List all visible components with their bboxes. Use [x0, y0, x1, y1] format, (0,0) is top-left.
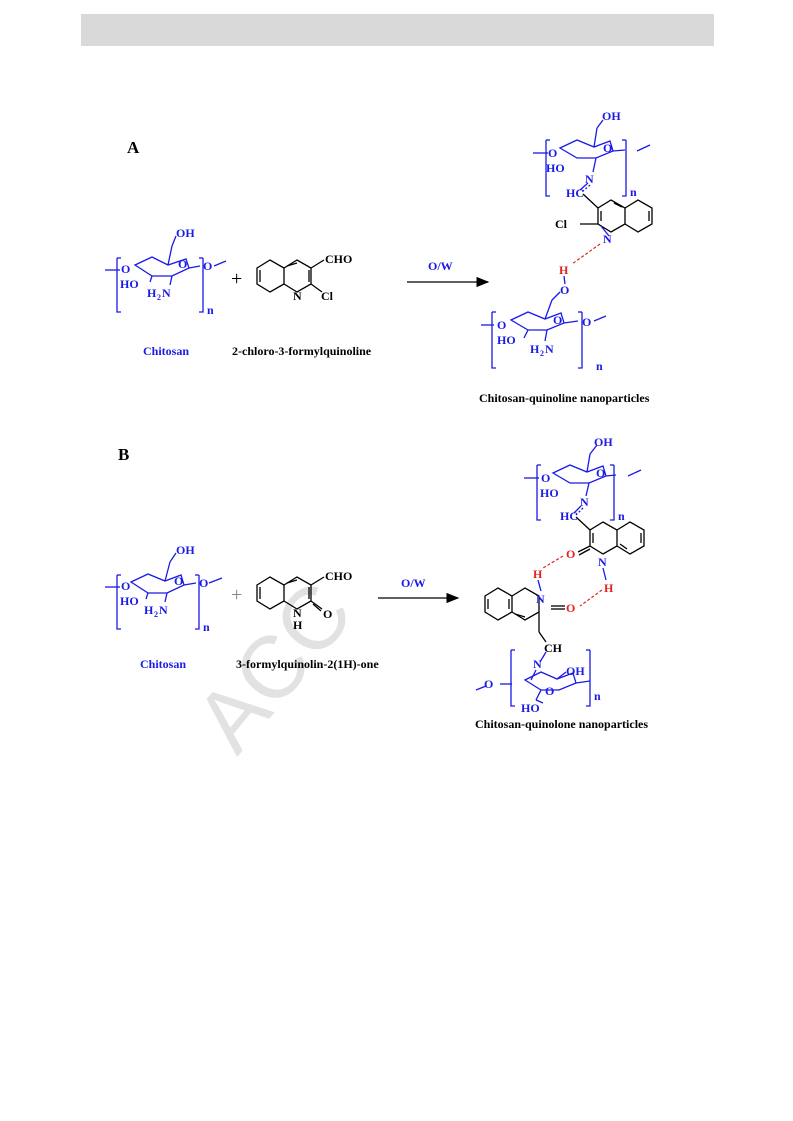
product-caption-a: Chitosan-quinoline nanoparticles	[479, 391, 650, 405]
product-a-ring-o: O	[603, 141, 612, 155]
product-a-bottom-ho: HO	[497, 333, 516, 347]
product-b-top-h: H	[604, 581, 614, 595]
product-b-left-h: H	[533, 567, 543, 581]
chitosan-b-nh2-n: N	[159, 603, 168, 617]
chitosan-b-oh: OH	[176, 543, 195, 557]
product-a-bottom-left-o: O	[497, 318, 506, 332]
product-a-oh: OH	[602, 109, 621, 123]
product-b-bottom-oh: OH	[566, 664, 585, 678]
product-b-bottom-ring-o: O	[545, 684, 554, 698]
product-b-top-hc: HC	[560, 509, 578, 523]
plus-a: +	[231, 268, 242, 290]
product-a-bottom-right-o: O	[582, 315, 591, 329]
chitosan-caption-a: Chitosan	[143, 344, 189, 358]
panel-a-label: A	[127, 138, 140, 157]
product-a-bottom-nh2-n: N	[545, 342, 554, 356]
product-b-top-oh: OH	[594, 435, 613, 449]
product-a-ho: HO	[546, 161, 565, 175]
chitosan-caption-b: Chitosan	[140, 657, 186, 671]
product-b-top-quinolone	[575, 516, 645, 556]
product-b-top-n: n	[618, 509, 625, 523]
chitosan-a-left-o: O	[121, 262, 130, 276]
product-a-bottom-nh2-h: H	[530, 342, 540, 356]
product-b-top-chitosan	[524, 444, 642, 521]
product-b-bottom-left-o: O	[484, 677, 493, 691]
quinolone-b-h: H	[293, 618, 303, 632]
quinoline-a-cho: CHO	[325, 252, 352, 266]
product-a-top-chitosan	[533, 119, 651, 197]
product-b-bottom-carbonyl-o: O	[566, 601, 575, 615]
plus-b: +	[231, 584, 242, 606]
product-b-bottom-chitosan	[500, 649, 591, 707]
chitosan-a-ring-o: O	[178, 257, 187, 271]
product-b-bottom-ho: HO	[521, 701, 540, 715]
product-b-top-ho: HO	[540, 486, 559, 500]
product-b-top-imine-n: N	[580, 495, 589, 509]
product-a-bottom-nh2-sub: 2	[540, 349, 544, 358]
chitosan-b-nh2-sub: 2	[154, 610, 158, 619]
quinoline-a-cl: Cl	[321, 289, 334, 303]
chitosan-a-right-o: O	[203, 259, 212, 273]
product-a-h: H	[559, 263, 569, 277]
product-a-quinoline	[580, 193, 653, 233]
product-b-top-carbonyl-o: O	[566, 547, 575, 561]
product-a-bottom-n: n	[596, 359, 603, 373]
chitosan-a-nh2-h: H	[147, 286, 157, 300]
quinolone-b-cho: CHO	[325, 569, 352, 583]
reagent-caption-a: 2-chloro-3-formylquinoline	[232, 344, 372, 358]
condition-a: O/W	[428, 259, 453, 273]
condition-b: O/W	[401, 576, 426, 590]
chitosan-structure-a	[105, 235, 227, 313]
chitosan-b-right-o: O	[199, 576, 208, 590]
chitosan-b-nh2-h: H	[144, 603, 154, 617]
chitosan-a-nh2-sub: 2	[157, 293, 161, 302]
product-a-imine-n: N	[585, 172, 594, 186]
chitosan-a-oh: OH	[176, 226, 195, 240]
chitosan-a-nh2-n: N	[162, 286, 171, 300]
product-b-bottom-imine-n: N	[533, 657, 542, 671]
product-a-link-o: O	[560, 283, 569, 297]
product-a-left-o: O	[548, 146, 557, 160]
product-b-bottom-n: n	[594, 689, 601, 703]
chitosan-b-n: n	[203, 620, 210, 634]
chitosan-b-ring-o: O	[174, 574, 183, 588]
hbond-b-left	[542, 555, 564, 569]
product-a-bottom-ring-o: O	[553, 313, 562, 327]
chitosan-a-n: n	[207, 303, 214, 317]
product-a-ring-n: N	[603, 232, 612, 246]
product-a-bottom-chitosan	[481, 275, 607, 369]
quinolone-b-n: N	[293, 606, 302, 620]
product-b-top-ring-n: N	[598, 555, 607, 569]
chitosan-a-ho: HO	[120, 277, 139, 291]
product-b-bottom-quinolone	[484, 587, 547, 643]
product-b-top-left-o: O	[541, 471, 550, 485]
product-b-top-ring-o: O	[596, 466, 605, 480]
product-b-bottom-ring-n: N	[536, 592, 545, 606]
panel-b-label: B	[118, 445, 129, 464]
chitosan-structure-b	[105, 552, 223, 630]
header-bar	[81, 14, 714, 46]
hbond-a	[571, 243, 601, 265]
product-a-hc: HC	[566, 186, 584, 200]
reagent-caption-b: 3-formylquinolin-2(1H)-one	[236, 657, 379, 671]
chitosan-b-ho: HO	[120, 594, 139, 608]
product-b-bottom-ch: CH	[544, 641, 563, 655]
quinolone-b-o: O	[323, 607, 332, 621]
product-a-top-n: n	[630, 185, 637, 199]
quinolone-structure-b	[256, 576, 325, 612]
hbond-b-right	[579, 589, 603, 607]
product-a-cl: Cl	[555, 217, 568, 231]
quinoline-structure-a	[256, 259, 325, 293]
quinoline-a-n: N	[293, 289, 302, 303]
chitosan-b-left-o: O	[121, 579, 130, 593]
product-caption-b: Chitosan-quinolone nanoparticles	[475, 717, 648, 731]
